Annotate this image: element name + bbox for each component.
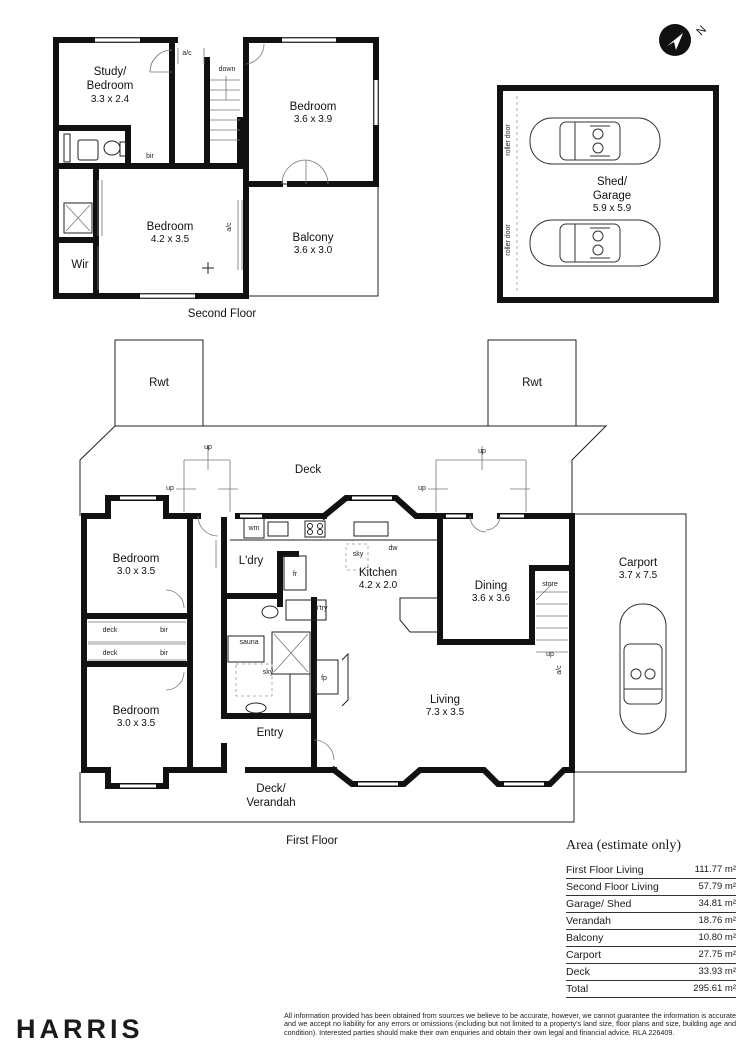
wir-label: Wir — [71, 259, 88, 271]
up-label-1: up — [204, 444, 212, 451]
area-row-value: 111.77 m² — [694, 864, 736, 875]
first-floor-plan — [79, 339, 687, 823]
study-size: 3.3 x 2.4 — [91, 94, 130, 105]
second-floor-label: Second Floor — [188, 308, 257, 320]
bedroom-upper-main-label: Bedroom — [147, 221, 194, 233]
north-letter: N — [695, 24, 709, 38]
area-row-label: Total — [566, 983, 589, 995]
rwt-left-label: Rwt — [149, 377, 170, 389]
area-row-label: Verandah — [566, 915, 611, 927]
study-label-1: Study/ — [94, 66, 127, 78]
fp-label: fp — [321, 675, 327, 682]
area-row: Garage/ Shed 34.81 m² — [566, 896, 736, 913]
second-floor-plan — [53, 37, 379, 299]
sky-kitchen-label: sky — [353, 551, 364, 558]
area-row-value: 33.93 m² — [698, 966, 737, 977]
entry-label: Entry — [257, 727, 284, 739]
shed-size: 5.9 x 5.9 — [593, 203, 632, 214]
area-row-value: 34.81 m² — [698, 898, 737, 909]
shed-label-2: Garage — [593, 190, 631, 202]
store-label: store — [542, 581, 558, 588]
balcony-size: 3.6 x 3.0 — [294, 245, 333, 256]
area-table-title: Area (estimate only) — [566, 838, 682, 853]
verandah-label-1: Deck/ — [256, 783, 286, 795]
carport-label: Carport — [619, 557, 658, 569]
bir-bedroom-label-2: bir — [160, 650, 168, 657]
area-row-value: 295.61 m² — [693, 983, 736, 994]
roller-door-label-2: roller door — [505, 224, 512, 256]
dining-label: Dining — [475, 580, 508, 592]
ac-upper-label: a/c — [182, 50, 192, 57]
living-size: 7.3 x 3.5 — [426, 707, 465, 718]
down-label: down — [219, 66, 236, 73]
disclaimer-text: All information provided has been obtain… — [284, 1011, 736, 1037]
bir-bedroom-label-1: bir — [160, 627, 168, 634]
area-row: Carport 27.75 m² — [566, 947, 736, 964]
bir-upper-label: bir — [146, 153, 154, 160]
area-row-label: Garage/ Shed — [566, 898, 632, 910]
area-table: Area (estimate only) First Floor Living 1… — [566, 838, 736, 998]
area-row: Balcony 10.80 m² — [566, 930, 736, 947]
area-row-label: Carport — [566, 949, 602, 961]
area-row-total: Total 295.61 m² — [566, 981, 736, 998]
north-compass — [659, 24, 691, 56]
laundry-label: L'dry — [239, 555, 264, 567]
bedroom-lower-bottom-label: Bedroom — [113, 705, 160, 717]
bedroom-upper-main-size: 4.2 x 3.5 — [151, 234, 190, 245]
sky-bath-label: sky — [263, 669, 274, 676]
area-row-label: Deck — [566, 966, 590, 978]
verandah-label-2: Verandah — [246, 797, 295, 809]
area-row-value: 18.76 m² — [698, 915, 737, 926]
ac-upper-bedroom-label: a/c — [226, 222, 233, 232]
area-row-label: Second Floor Living — [566, 881, 659, 893]
up-label-5: up — [546, 651, 554, 658]
area-row-label: Balcony — [566, 932, 604, 944]
bedroom-lower-top-label: Bedroom — [113, 553, 160, 565]
fr-label: fr — [293, 571, 298, 578]
deck-label: Deck — [295, 464, 321, 476]
deck-bedroom-label-2: deck — [103, 650, 118, 657]
dw-label: dw — [389, 545, 399, 552]
area-row: First Floor Living 111.77 m² — [566, 862, 736, 879]
bedroom-lower-bottom-size: 3.0 x 3.5 — [117, 718, 156, 729]
pantry-label: p'try — [314, 605, 328, 612]
sauna-label: sauna — [239, 639, 258, 646]
up-label-4: up — [418, 485, 426, 492]
area-row-value: 57.79 m² — [698, 881, 737, 892]
area-row: Verandah 18.76 m² — [566, 913, 736, 930]
dining-size: 3.6 x 3.6 — [472, 593, 511, 604]
ac-dining-label: a/c — [556, 665, 563, 675]
roller-door-label-1: roller door — [505, 124, 512, 156]
kitchen-size: 4.2 x 2.0 — [359, 580, 398, 591]
bedroom-lower-top-size: 3.0 x 3.5 — [117, 566, 156, 577]
up-label-3: up — [166, 485, 174, 492]
area-row-value: 27.75 m² — [698, 949, 737, 960]
brand-logo: HARRIS — [16, 1014, 144, 1044]
study-label-2: Bedroom — [87, 80, 134, 92]
carport-size: 3.7 x 7.5 — [619, 570, 658, 581]
wm-label: wm — [248, 525, 260, 532]
up-label-2: up — [478, 448, 486, 455]
shed-garage-plan — [497, 85, 719, 303]
bedroom-upper-right-size: 3.6 x 3.9 — [294, 114, 333, 125]
rwt-right-label: Rwt — [522, 377, 543, 389]
deck-bedroom-label-1: deck — [103, 627, 118, 634]
living-label: Living — [430, 694, 460, 706]
shed-label-1: Shed/ — [597, 176, 628, 188]
area-row: Deck 33.93 m² — [566, 964, 736, 981]
area-row-value: 10.80 m² — [698, 932, 737, 943]
area-row-label: First Floor Living — [566, 864, 644, 876]
bedroom-upper-right-label: Bedroom — [290, 101, 337, 113]
balcony-label: Balcony — [293, 232, 334, 244]
first-floor-label: First Floor — [286, 835, 338, 847]
area-row: Second Floor Living 57.79 m² — [566, 879, 736, 896]
floor-plan-drawing: Study/ Bedroom 3.3 x 2.4 Bedroom 3.6 x 3… — [53, 24, 719, 847]
kitchen-label: Kitchen — [359, 567, 397, 579]
